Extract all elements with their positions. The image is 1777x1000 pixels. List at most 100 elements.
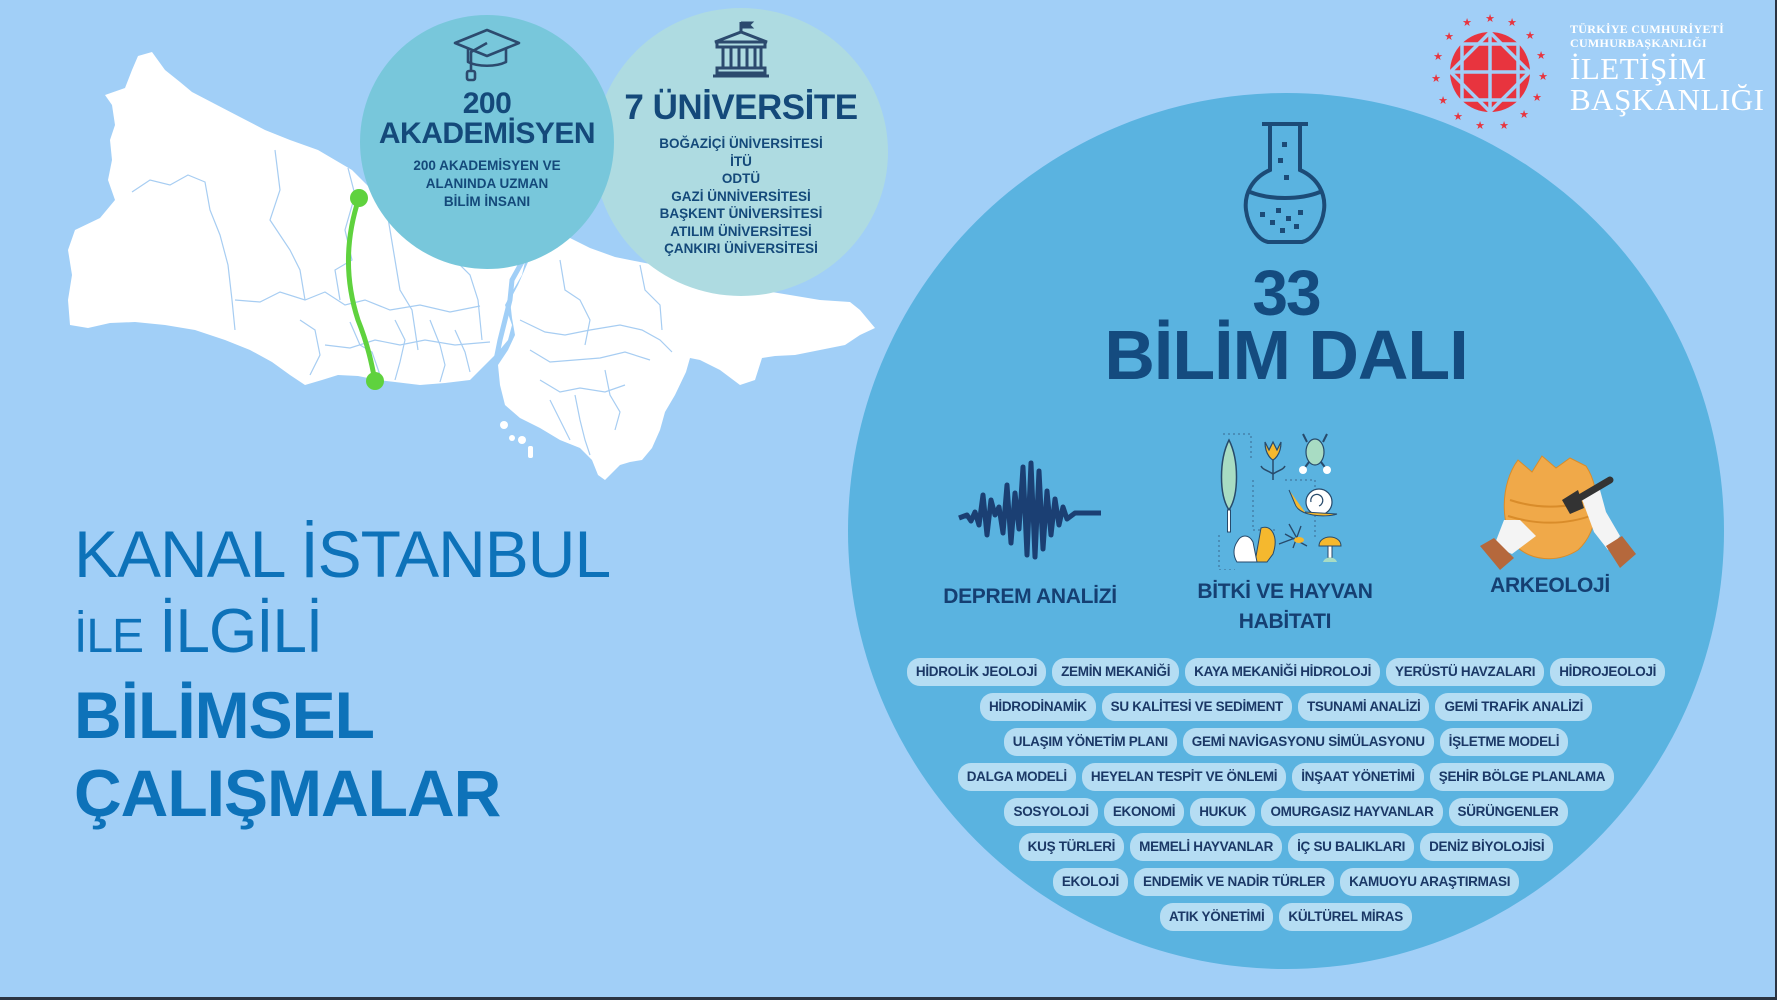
- science-branch-tag: İÇ SU BALIKLARI: [1288, 833, 1415, 861]
- science-branch-tag: GEMİ NAVİGASYONU SİMÜLASYONU: [1182, 728, 1434, 756]
- science-branch-tag: HUKUK: [1190, 798, 1256, 826]
- flora-fauna-icon: [1218, 433, 1342, 571]
- university-item: İTÜ: [730, 153, 752, 169]
- science-branch-tag: EKONOMİ: [1103, 798, 1185, 826]
- svg-text:★: ★: [1475, 119, 1485, 132]
- universities-circle: 7 ÜNİVERSİTE BOĞAZİÇİ ÜNİVERSİTESİ İTÜ O…: [594, 8, 888, 296]
- feature-bitki-hayvan-habitati: BİTKİ VE HAYVAN HABİTATI: [1160, 430, 1410, 637]
- science-branch-tag: ŞEHİR BÖLGE PLANLAMA: [1429, 763, 1615, 791]
- feature-label: BİTKİ VE HAYVAN HABİTATI: [1160, 577, 1410, 637]
- university-list: BOĞAZİÇİ ÜNİVERSİTESİ İTÜ ODTÜ GAZİ ÜNNİ…: [659, 135, 823, 258]
- science-branch-tag: KUŞ TÜRLERİ: [1018, 833, 1125, 861]
- science-branch-tag: KAYA MEKANİĞİ HİDROLOJİ: [1185, 658, 1381, 686]
- university-item: ATILIM ÜNİVERSİTESİ: [670, 223, 812, 239]
- university-item: GAZİ ÜNNİVERSİTESİ: [671, 188, 811, 204]
- science-branch-tag: YERÜSTÜ HAVZALARI: [1386, 658, 1545, 686]
- svg-text:★: ★: [1444, 30, 1454, 43]
- page-title: KANAL İSTANBUL İLE İLGİLİ BİLİMSEL ÇALIŞ…: [74, 515, 611, 832]
- title-line-4: ÇALIŞMALAR: [74, 756, 501, 830]
- feature-arkeoloji: ARKEOLOJİ: [1430, 450, 1670, 601]
- science-count-label: BİLİM DALI: [1104, 316, 1468, 394]
- presidency-emblem-icon: ★★★ ★★★ ★★★ ★★★ ★★★: [1431, 12, 1548, 132]
- title-line-2-big: İLGİLİ: [159, 597, 323, 666]
- science-branch-tag: SOSYOLOJİ: [1004, 798, 1098, 826]
- logo-line-1: TÜRKİYE CUMHURİYETİ: [1570, 22, 1725, 36]
- svg-text:★: ★: [1536, 49, 1546, 62]
- logo-line-2: CUMHURBAŞKANLIĞI: [1570, 36, 1707, 50]
- academics-subtitle-line: ALANINDA UZMAN: [425, 176, 549, 191]
- svg-text:★: ★: [1462, 16, 1472, 29]
- feature-label: ARKEOLOJİ: [1490, 574, 1610, 597]
- university-item: BOĞAZİÇİ ÜNİVERSİTESİ: [659, 136, 823, 151]
- science-branch-tag: ULAŞIM YÖNETİM PLANI: [1003, 728, 1177, 756]
- svg-text:★: ★: [1532, 91, 1542, 104]
- svg-text:★: ★: [1525, 29, 1535, 42]
- science-count: 33 BİLİM DALI: [848, 257, 1724, 394]
- academics-subtitle: 200 AKADEMİSYEN VE ALANINDA UZMAN BİLİM …: [413, 157, 560, 211]
- istanbul-map: [68, 52, 875, 480]
- science-branch-tag: GEMİ TRAFİK ANALİZİ: [1435, 693, 1593, 721]
- iletisim-baskanligi-logo: ★★★ ★★★ ★★★ ★★★ ★★★ TÜRKİYE CUMHURİYETİ …: [1430, 12, 1770, 132]
- svg-text:★: ★: [1431, 72, 1441, 85]
- academics-title: AKADEMİSYEN: [378, 117, 596, 150]
- science-branch-tag: KAMUOYU ARAŞTIRMASI: [1340, 868, 1520, 896]
- map-asian-side: [498, 238, 875, 480]
- feature-label: DEPREM ANALİZİ: [943, 585, 1117, 608]
- canal-end-marker: [366, 372, 384, 390]
- science-branch-tag: ENDEMİK VE NADİR TÜRLER: [1134, 868, 1335, 896]
- science-branch-tag: KÜLTÜREL MİRAS: [1279, 903, 1412, 931]
- flask-icon: [1243, 122, 1327, 244]
- feature-label-line: BİTKİ VE HAYVAN: [1197, 580, 1373, 603]
- university-building-icon: [713, 21, 769, 78]
- svg-text:★: ★: [1538, 70, 1548, 83]
- university-item: ODTÜ: [721, 171, 761, 186]
- university-item: BAŞKENT ÜNİVERSİTESİ: [659, 206, 823, 221]
- science-branch-tag: ZEMİN MEKANİĞİ: [1052, 658, 1180, 686]
- canal-route: [345, 189, 384, 390]
- svg-text:★: ★: [1433, 50, 1443, 63]
- svg-text:★: ★: [1499, 119, 1509, 132]
- science-branch-tag: HİDROLİK JEOLOJİ: [906, 658, 1047, 686]
- seismic-wave-icon: [958, 460, 1101, 560]
- science-branch-tag: SU KALİTESİ VE SEDİMENT: [1101, 693, 1292, 721]
- science-branch-tag: DALGA MODELİ: [957, 763, 1076, 791]
- science-branch-tag: ATIK YÖNETİMİ: [1160, 903, 1274, 931]
- logo-line-4: BAŞKANLIĞI: [1570, 82, 1765, 117]
- science-branch-tag: İŞLETME MODELİ: [1439, 728, 1569, 756]
- science-count-number: 33: [1252, 257, 1321, 329]
- title-line-1: KANAL İSTANBUL: [74, 517, 611, 591]
- svg-text:★: ★: [1507, 16, 1517, 29]
- university-item: ÇANKIRI ÜNİVERSİTESİ: [664, 241, 818, 256]
- science-branch-tag: OMURGASIZ HAYVANLAR: [1261, 798, 1443, 826]
- science-branch-tag: HEYELAN TESPİT VE ÖNLEMİ: [1081, 763, 1287, 791]
- title-line-2: İLE İLGİLİ: [74, 593, 610, 676]
- universities-title: 7 ÜNİVERSİTE: [624, 88, 858, 127]
- title-line-3: BİLİMSEL: [74, 678, 375, 752]
- graduation-cap-icon: [453, 28, 521, 82]
- archaeology-pottery-icon: [1480, 455, 1636, 570]
- academics-circle: 200 AKADEMİSYEN 200 AKADEMİSYEN VE ALANI…: [360, 15, 614, 269]
- svg-text:★: ★: [1485, 12, 1495, 25]
- academics-subtitle-line: BİLİM İNSANI: [443, 194, 531, 209]
- svg-text:★: ★: [1519, 108, 1529, 121]
- map-european-side: [68, 52, 525, 385]
- feature-label-line: HABİTATI: [1238, 610, 1332, 633]
- academics-subtitle-line: 200 AKADEMİSYEN VE: [413, 158, 561, 173]
- logo-line-3: İLETİŞİM: [1570, 51, 1707, 86]
- feature-deprem-analizi: DEPREM ANALİZİ: [905, 455, 1155, 612]
- science-branch-tag: DENİZ BİYOLOJİSİ: [1420, 833, 1554, 861]
- science-branch-tag: EKOLOJİ: [1052, 868, 1128, 896]
- science-branch-tag: MEMELİ HAYVANLAR: [1130, 833, 1283, 861]
- science-branch-tag: HİDRODİNAMİK: [979, 693, 1096, 721]
- academics-count: 200: [462, 87, 512, 120]
- science-branch-tag: HİDROJEOLOJİ: [1550, 658, 1666, 686]
